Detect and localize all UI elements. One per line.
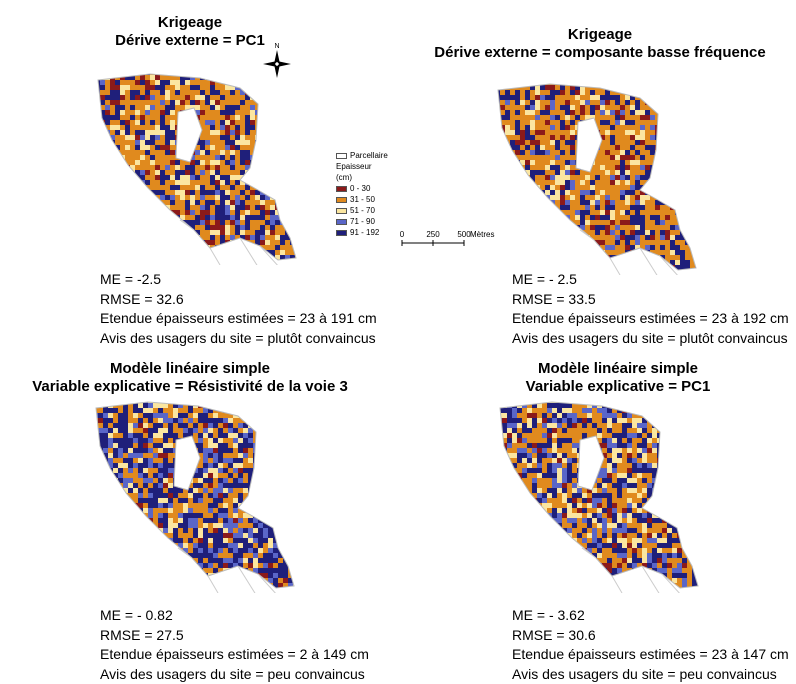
scale-tick-250: 250 [426,230,440,239]
panel-3-map [88,398,328,593]
stat-rmse: RMSE = 32.6 [100,290,377,310]
legend-swatch [336,197,347,203]
panel-3-title-line-1: Modèle linéaire simple [0,360,380,378]
legend-swatch [336,230,347,236]
panel-3-title: Modèle linéaire simple Variable explicat… [0,360,380,396]
legend-thickness-label: Epaisseur [336,161,372,172]
panel-4-map [492,398,732,593]
legend-class-2: 51 - 70 [336,205,388,216]
panel-3-stats: ME = - 0.82 RMSE = 27.5 Etendue épaisseu… [100,606,369,684]
panel-4-title-line-2: Variable explicative = PC1 [498,378,738,396]
legend-parcel-label: Parcellaire [350,150,388,161]
panel-1-stats: ME = -2.5 RMSE = 32.6 Etendue épaisseurs… [100,270,377,348]
legend-class-label: 71 - 90 [350,216,375,227]
scale-unit: Mètres [470,230,494,239]
stat-rmse: RMSE = 30.6 [512,626,789,646]
legend-swatch [336,186,347,192]
stat-rmse: RMSE = 27.5 [100,626,369,646]
stat-rmse: RMSE = 33.5 [512,290,789,310]
north-label: N [274,43,279,50]
scale-tick-0: 0 [400,230,405,239]
legend-class-label: 91 - 192 [350,227,379,238]
panel-2-title: Krigeage Dérive externe = composante bas… [410,26,790,62]
stat-me: ME = - 2.5 [512,270,789,290]
panel-3-title-line-2: Variable explicative = Résistivité de la… [0,378,380,396]
legend-class-label: 31 - 50 [350,194,375,205]
stat-range: Etendue épaisseurs estimées = 2 à 149 cm [100,645,369,665]
legend-class-3: 71 - 90 [336,216,388,227]
panel-2-map [490,80,730,275]
stat-me: ME = -2.5 [100,270,377,290]
panel-4-title: Modèle linéaire simple Variable explicat… [498,360,738,396]
panel-2-title-line-2: Dérive externe = composante basse fréque… [410,44,790,62]
legend-class-label: 0 - 30 [350,183,370,194]
legend-swatch [336,219,347,225]
legend-class-0: 0 - 30 [336,183,388,194]
stat-opinion: Avis des usagers du site = peu convaincu… [100,665,369,684]
panel-2-stats: ME = - 2.5 RMSE = 33.5 Etendue épaisseur… [512,270,789,348]
stat-range: Etendue épaisseurs estimées = 23 à 191 c… [100,309,377,329]
legend-class-4: 91 - 192 [336,227,388,238]
legend-unit-label: (cm) [336,172,352,183]
panel-2-title-line-1: Krigeage [410,26,790,44]
stat-me: ME = - 0.82 [100,606,369,626]
legend-class-1: 31 - 50 [336,194,388,205]
panel-1-title-line-1: Krigeage [70,14,310,32]
stat-range: Etendue épaisseurs estimées = 23 à 147 c… [512,645,789,665]
panel-1-map [90,70,330,265]
scale-bar: 0 250 500 Mètres [396,228,506,258]
stat-opinion: Avis des usagers du site = plutôt convai… [512,329,789,349]
stat-opinion: Avis des usagers du site = plutôt convai… [100,329,377,349]
panel-4-title-line-1: Modèle linéaire simple [498,360,738,378]
legend-parcel-swatch [336,153,347,159]
stat-me: ME = - 3.62 [512,606,789,626]
stat-opinion: Avis des usagers du site = peu convaincu… [512,665,789,684]
compass-rose-icon: N [260,40,294,80]
legend-class-label: 51 - 70 [350,205,375,216]
legend-swatch [336,208,347,214]
panel-4-stats: ME = - 3.62 RMSE = 30.6 Etendue épaisseu… [512,606,789,684]
stat-range: Etendue épaisseurs estimées = 23 à 192 c… [512,309,789,329]
